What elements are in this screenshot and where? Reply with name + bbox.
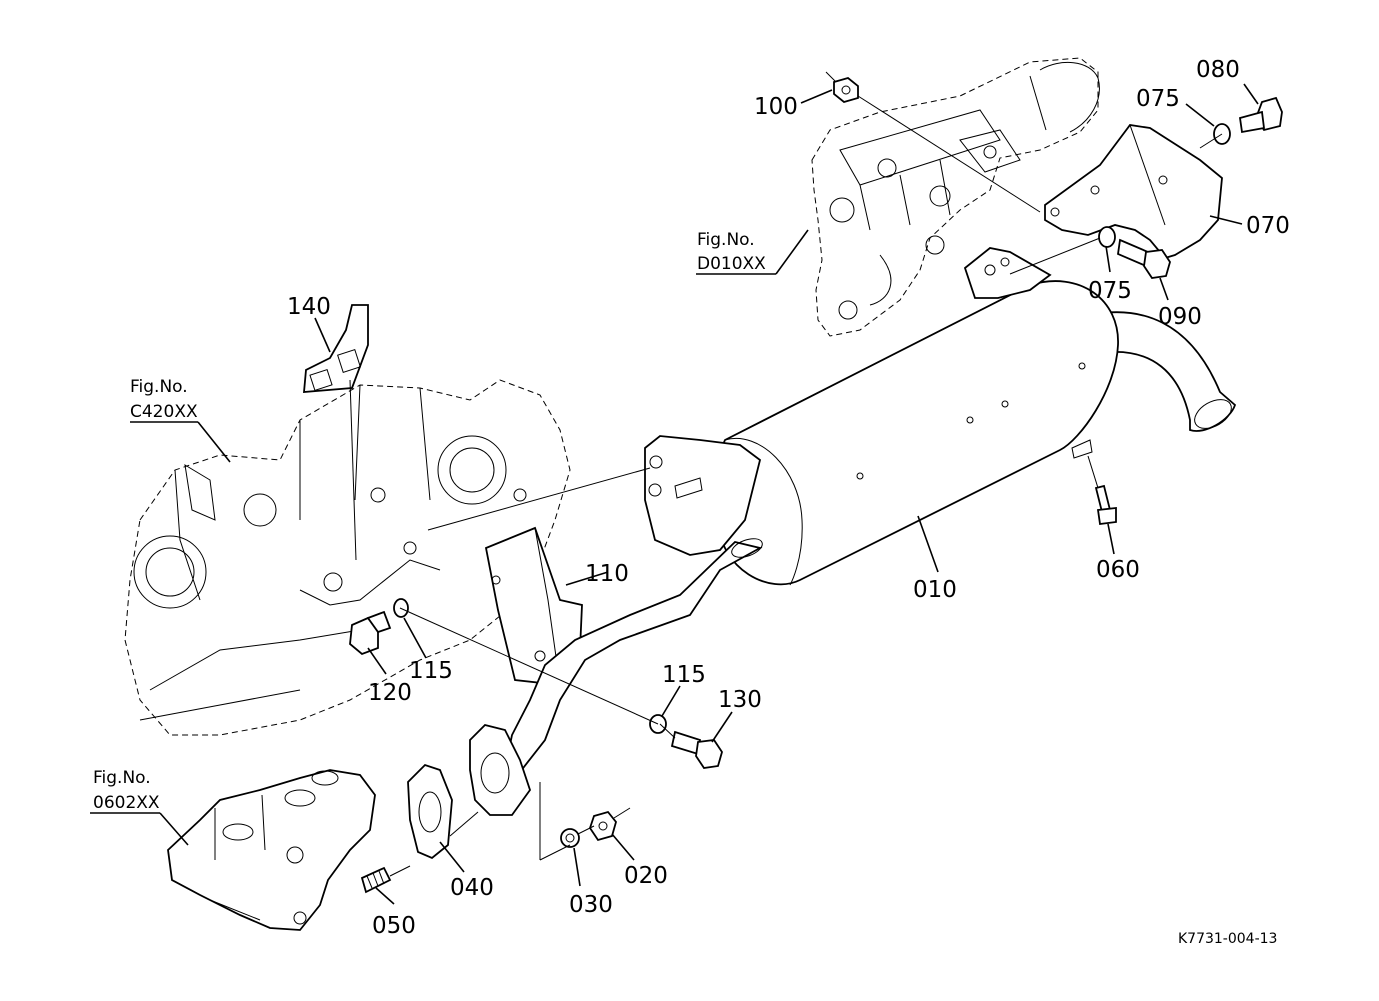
part-010-muffler <box>469 247 1237 816</box>
callout-130: 130 <box>718 687 762 713</box>
callout-115-right: 115 <box>662 662 706 688</box>
fig-ref-label-0602: Fig.No. <box>93 768 151 788</box>
callout-040: 040 <box>450 875 494 901</box>
callout-090: 090 <box>1158 304 1202 330</box>
fig-ref-label-c420: Fig.No. <box>130 377 188 397</box>
part-075-washer-b <box>1098 226 1116 248</box>
callout-120: 120 <box>368 680 412 706</box>
callout-020: 020 <box>624 863 668 889</box>
assembly-lines <box>90 83 1259 905</box>
document-code: K7731-004-13 <box>1178 931 1277 947</box>
callout-140: 140 <box>287 294 331 320</box>
callout-075-upper: 075 <box>1136 86 1180 112</box>
callout-115-left: 115 <box>409 658 453 684</box>
part-030-washer <box>560 828 580 848</box>
callout-110: 110 <box>585 561 629 587</box>
callout-075-lower: 075 <box>1088 278 1132 304</box>
part-130-bolt <box>670 730 701 756</box>
manifold-drawing <box>167 769 376 931</box>
housing-drawing <box>124 379 571 736</box>
figure-references: Fig.No. D010XX Fig.No. C420XX Fig.No. 06… <box>93 230 766 813</box>
fig-ref-code-d010: D010XX <box>697 254 766 274</box>
callout-010: 010 <box>913 577 957 603</box>
fig-ref-code-c420: C420XX <box>130 402 198 422</box>
part-100-nut <box>833 77 859 103</box>
callout-080: 080 <box>1196 57 1240 83</box>
part-090-bolt <box>1117 238 1149 268</box>
engine-assembly-drawing <box>811 57 1100 337</box>
callout-030: 030 <box>569 892 613 918</box>
part-040-gasket <box>407 763 453 860</box>
callout-labels: 100 080 075 070 075 090 140 110 115 120 … <box>287 57 1290 939</box>
part-140-bracket <box>303 304 369 561</box>
part-070-bracket <box>1044 124 1223 260</box>
fig-ref-label-d010: Fig.No. <box>697 230 755 250</box>
fig-ref-code-0602: 0602XX <box>93 793 160 813</box>
callout-100: 100 <box>754 94 798 120</box>
fasteners <box>349 71 1283 894</box>
callout-070: 070 <box>1246 213 1290 239</box>
callout-050: 050 <box>372 913 416 939</box>
callout-060: 060 <box>1096 557 1140 583</box>
